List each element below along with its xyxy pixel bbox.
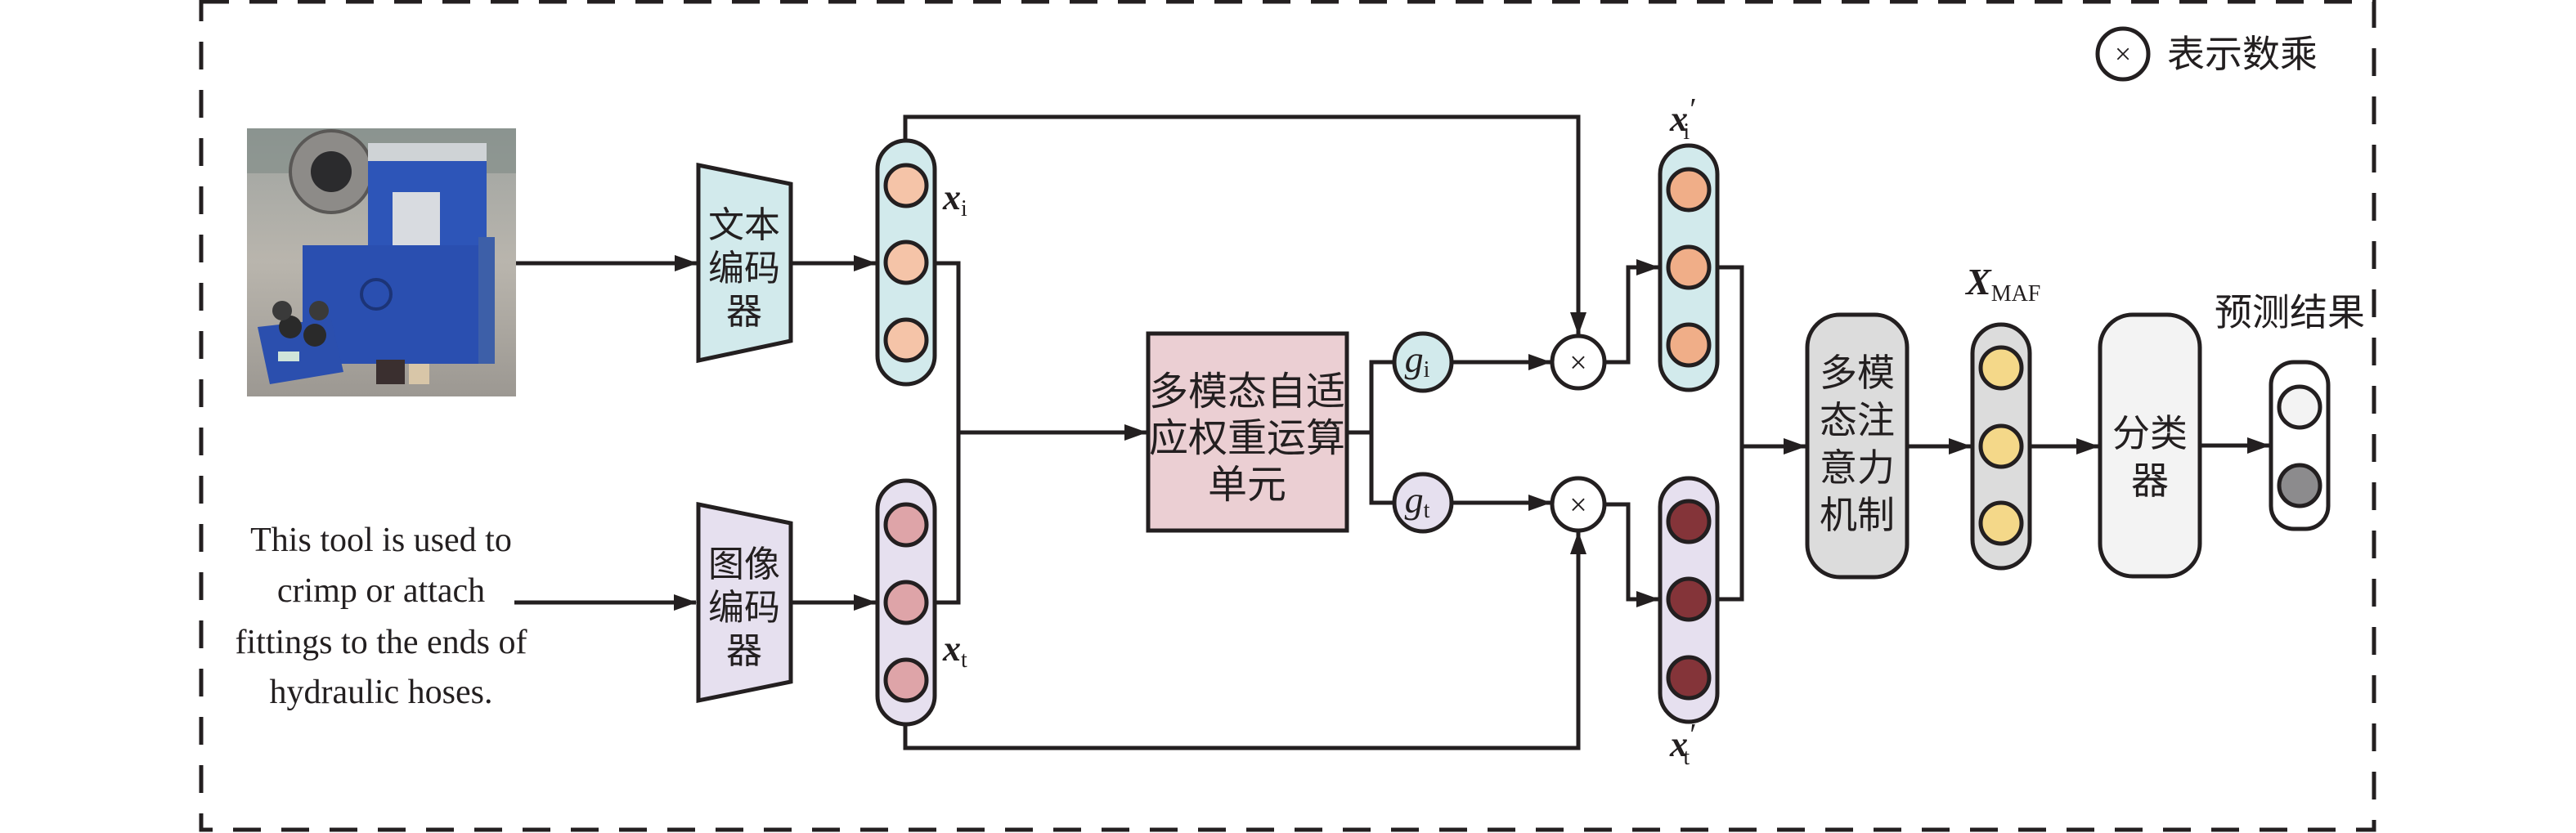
outer-dashed-frame [199, 0, 2376, 832]
classifier: 分类 器 [2098, 312, 2202, 579]
attention-label: 多模 [1820, 351, 1895, 395]
text-encoder-label: 编码 [708, 248, 780, 289]
feature-node [1666, 655, 1712, 701]
feature-node [883, 657, 929, 703]
crimping-machine-photo [247, 128, 516, 396]
legend: × 表示数乘 [2095, 26, 2318, 82]
feature-xt-prime: x′t [1658, 476, 1720, 770]
feature-node [1978, 345, 2024, 391]
svg-text:×: × [1569, 488, 1586, 522]
attention-mechanism: 多模 态注 意力 机制 [1805, 312, 1910, 580]
connector-branch-to-gt [1369, 432, 1394, 505]
skip-connection-xi [903, 114, 1586, 335]
image-encoder-label: 器 [726, 630, 762, 672]
feature-xmaf: XMAF [1964, 261, 2040, 571]
prediction-label: 预测结果 [2215, 290, 2365, 334]
feature-node [1666, 244, 1712, 290]
feature-node [883, 317, 929, 363]
feature-node [1978, 423, 2024, 469]
classifier-label: 分类 [2112, 411, 2188, 455]
attention-label: 机制 [1820, 493, 1895, 537]
legend-label: 表示数乘 [2167, 32, 2318, 76]
gi-label: gi [1405, 338, 1430, 383]
multiply-circle-icon [2095, 26, 2151, 82]
text-encoder: 文本 编码 器 [696, 162, 793, 364]
feature-node [883, 502, 929, 548]
feature-node [1666, 322, 1712, 368]
multiply-node-t: × [1550, 476, 1607, 533]
text-input-line: This tool is used to [250, 522, 512, 559]
arrow-multiply-to-xi-prime [1604, 259, 1659, 365]
classifier-label: 器 [2131, 459, 2169, 503]
legend-symbol: × [2115, 38, 2131, 70]
text-encoder-label: 器 [726, 291, 762, 333]
prediction-output: 预测结果 [2215, 290, 2365, 531]
feature-node [1666, 576, 1712, 622]
gt-label: gt [1405, 479, 1430, 523]
feature-xi-prime: x′i [1658, 92, 1720, 392]
adaptive-weight-unit: 多模态自适 应权重运算 单元 [1146, 331, 1349, 533]
feature-xi: xi [875, 138, 967, 387]
xt-prime-label: x′t [1669, 718, 1695, 770]
image-encoder-label: 图像 [708, 544, 780, 585]
connector-prime-merge [1717, 265, 1744, 602]
feature-xt: xt [875, 478, 967, 727]
adaptive-unit-label: 应权重运算 [1149, 415, 1345, 461]
adaptive-unit-label: 单元 [1208, 462, 1286, 508]
gate-gt: gt [1392, 472, 1454, 534]
connector-branch-to-gi [1369, 360, 1394, 503]
image-encoder: 图像 编码 器 [696, 501, 793, 704]
xt-label: xt [942, 629, 967, 673]
prediction-node [2277, 384, 2322, 430]
text-input: This tool is used to crimp or attach fit… [236, 522, 527, 711]
attention-label: 态注 [1820, 398, 1895, 442]
text-input-line: fittings to the ends of [236, 624, 527, 661]
attention-label: 意力 [1820, 446, 1895, 490]
feature-node [1666, 499, 1712, 544]
feature-node [883, 580, 929, 625]
multiply-node-i: × [1550, 334, 1607, 391]
gate-gi: gi [1392, 331, 1454, 393]
feature-node [1978, 500, 2024, 546]
arrow-multiply-to-xt-prime [1604, 502, 1659, 607]
image-encoder-label: 编码 [708, 587, 780, 629]
skip-connection-xt [903, 531, 1586, 750]
xi-label: xi [942, 177, 967, 222]
svg-text:×: × [1569, 346, 1586, 380]
feature-node [883, 240, 929, 285]
xi-prime-label: x′i [1669, 92, 1695, 145]
text-encoder-label: 文本 [708, 204, 780, 246]
text-input-line: hydraulic hoses. [270, 674, 493, 711]
adaptive-unit-label: 多模态自适 [1149, 369, 1345, 414]
connector-xi-to-unit [935, 261, 961, 605]
prediction-node [2277, 463, 2322, 508]
text-input-line: crimp or attach [277, 572, 485, 610]
feature-node [1666, 167, 1712, 213]
xmaf-label: XMAF [1964, 261, 2040, 307]
feature-node [883, 163, 929, 208]
